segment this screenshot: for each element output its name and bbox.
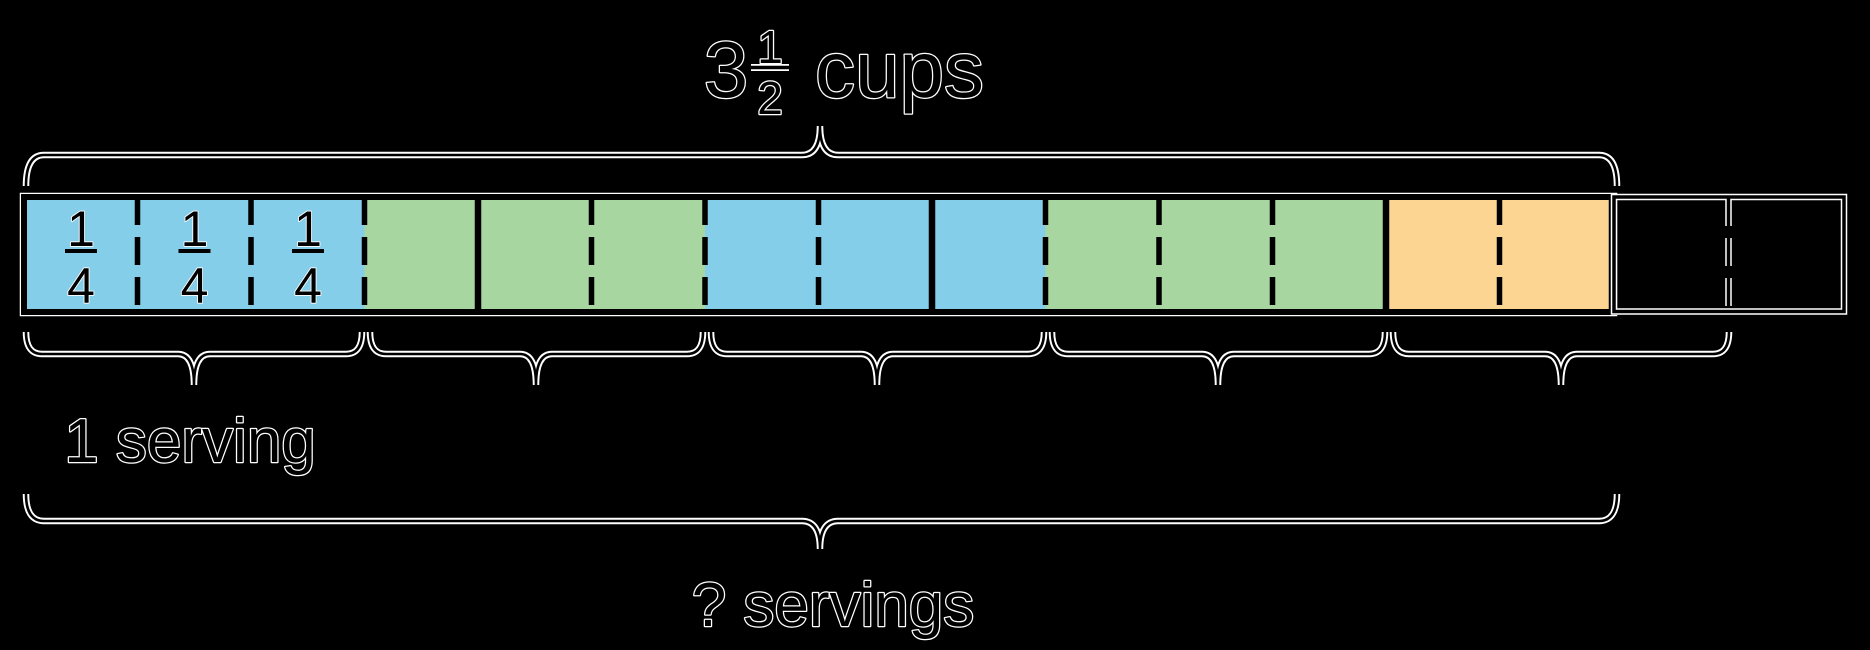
serving-segment-green-2: [1045, 197, 1386, 312]
cell-fraction-numerator: 1: [181, 201, 209, 257]
empty-cells-outline: [1612, 195, 1846, 314]
total-whole-number: 3: [704, 25, 749, 114]
serving-segment-blue-1: [24, 197, 365, 312]
cell-fraction-label-1: 1 4: [65, 200, 97, 315]
cell-fraction-numerator: 1: [294, 201, 322, 257]
cell-fraction-denominator: 4: [181, 258, 209, 314]
serving-segment-blue-2: [705, 197, 1046, 312]
total-cups-label: 3 1 2 cups: [703, 20, 986, 126]
cell-fraction-label-2: 1 4: [178, 200, 211, 315]
serving-segment-green-1: [364, 197, 705, 312]
tape-bar: [19, 192, 1848, 317]
total-unit: cups: [815, 25, 984, 114]
empty-extension-cells: [1610, 193, 1848, 315]
total-fraction-denominator: 2: [757, 72, 783, 124]
cell-fraction-denominator: 4: [294, 258, 322, 314]
cell-fraction-numerator: 1: [67, 201, 95, 257]
one-serving-label: 1 serving: [64, 407, 316, 476]
cell-fraction-denominator: 4: [67, 258, 95, 314]
cell-fraction-label-3: 1 4: [292, 200, 324, 315]
question-servings-label: ? servings: [692, 571, 975, 640]
